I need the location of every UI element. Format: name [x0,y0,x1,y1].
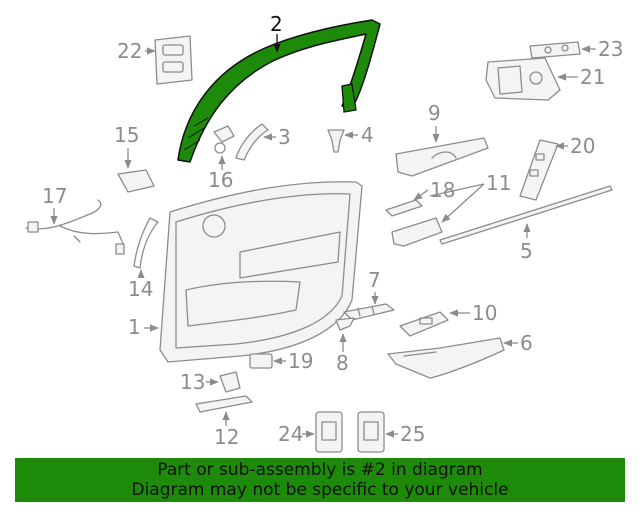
svg-text:8: 8 [336,351,349,375]
part-3-trim-piece[interactable] [235,123,269,161]
part-19-lamp[interactable] [249,353,273,369]
part-17-wiring-harness[interactable] [25,199,125,255]
svg-text:12: 12 [214,425,239,449]
part-11-inner-handle[interactable] [391,217,443,247]
part-16-bracket[interactable] [213,125,235,154]
callout-5: 5 [520,223,533,263]
info-banner: Part or sub-assembly is #2 in diagram Di… [15,458,625,502]
part-14-seal[interactable] [133,217,159,269]
callout-3: 3 [263,125,291,149]
svg-text:22: 22 [117,39,142,63]
svg-text:17: 17 [42,184,67,208]
callout-7: 7 [368,268,381,305]
part-9-armrest-trim[interactable] [395,137,489,177]
callout-9: 9 [428,101,441,143]
callout-4: 4 [344,123,374,147]
part-20-window-switch[interactable] [519,139,559,201]
callout-23: 23 [581,37,623,61]
svg-text:11: 11 [486,171,511,195]
svg-text:24: 24 [278,422,303,446]
part-13-bracket[interactable] [219,371,241,393]
callout-19: 19 [273,349,313,373]
part-22-switch-module[interactable] [154,35,193,85]
svg-text:19: 19 [288,349,313,373]
banner-line-1: Part or sub-assembly is #2 in diagram [157,460,483,480]
svg-text:6: 6 [520,331,533,355]
svg-text:4: 4 [361,123,374,147]
parts-diagram: 2 22 23 21 3 4 [25,12,623,453]
callout-17: 17 [42,184,67,225]
svg-text:20: 20 [570,134,595,158]
part-25-switch[interactable] [357,411,385,453]
part-7-bracket[interactable] [343,303,395,321]
svg-text:7: 7 [368,268,381,292]
callout-24: 24 [278,422,315,446]
svg-text:15: 15 [114,123,139,147]
part-24-switch[interactable] [315,411,343,453]
part-15-module[interactable] [117,169,155,193]
svg-text:25: 25 [400,422,425,446]
callout-10: 10 [449,301,497,325]
callout-12: 12 [214,411,239,449]
callout-22: 22 [117,39,156,63]
part-10-switch-bezel[interactable] [399,311,449,337]
callout-14: 14 [128,269,153,301]
svg-text:13: 13 [180,370,205,394]
callout-21: 21 [557,65,605,89]
svg-text:9: 9 [428,101,441,125]
banner-line-2: Diagram may not be specific to your vehi… [131,480,509,500]
svg-text:3: 3 [278,125,291,149]
callout-15: 15 [114,123,139,169]
callout-25: 25 [385,422,425,446]
svg-text:23: 23 [598,37,623,61]
part-1-door-trim-panel[interactable] [159,181,363,363]
callout-18: 18 [413,178,455,202]
part-5-belt-molding[interactable] [439,185,613,245]
svg-text:1: 1 [128,315,141,339]
svg-text:21: 21 [580,65,605,89]
part-12-pad[interactable] [195,395,253,413]
callout-1: 1 [128,315,159,339]
svg-text:2: 2 [270,12,283,36]
svg-text:18: 18 [430,178,455,202]
callout-13: 13 [180,370,219,394]
callout-20: 20 [555,134,595,158]
part-21-seat-switch[interactable] [485,57,561,101]
callout-8: 8 [336,333,349,375]
svg-text:5: 5 [520,239,533,263]
svg-text:16: 16 [208,168,233,192]
callout-16: 16 [208,155,233,192]
part-6-armrest[interactable] [387,337,505,379]
callout-2: 2 [270,12,283,53]
part-23-switch[interactable] [529,41,581,59]
svg-text:14: 14 [128,277,153,301]
svg-text:10: 10 [472,301,497,325]
callout-6: 6 [503,331,533,355]
part-18-handle-bezel[interactable] [385,199,423,217]
part-4-clip[interactable] [327,129,345,153]
part-8-clip[interactable] [335,317,355,331]
callout-11: 11 [429,171,511,223]
